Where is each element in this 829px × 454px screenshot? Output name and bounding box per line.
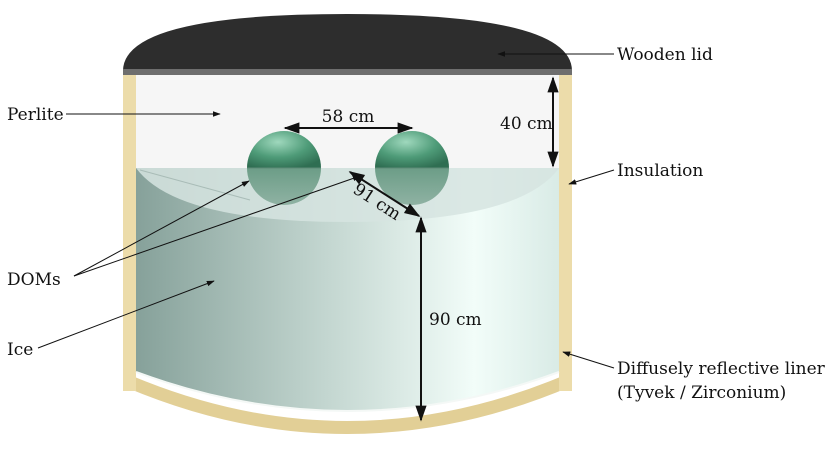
lid-rim	[123, 69, 572, 75]
ice-body	[136, 168, 559, 411]
liner-label-line2: (Tyvek / Zirconium)	[617, 383, 786, 403]
ice-reflection-line	[139, 169, 251, 201]
perlite-label: Perlite	[7, 105, 64, 125]
ice-depth-label: 90 cm	[429, 310, 482, 330]
doms-pointer-2	[73, 175, 361, 277]
ice-label: Ice	[7, 340, 33, 360]
liner-label-line1: Diffusely reflective liner	[617, 359, 826, 379]
insulation-wall-right	[559, 73, 572, 391]
wooden-lid	[123, 14, 572, 71]
liner-pointer	[562, 351, 615, 369]
insulation-wall-left	[123, 73, 136, 391]
doms-pointer-1	[73, 180, 250, 277]
ice-bottom-edge	[135, 371, 560, 412]
dom-spacing-label: 58 cm	[322, 107, 375, 127]
ice-pointer	[37, 280, 215, 349]
insulation-pointer	[568, 169, 615, 185]
diagonal-arrow	[348, 171, 421, 217]
insulation-label: Insulation	[617, 161, 703, 181]
perlite-depth-label: 40 cm	[500, 114, 553, 134]
wooden-lid-label: Wooden lid	[617, 45, 713, 65]
tank-base	[123, 372, 572, 434]
doms-label: DOMs	[7, 270, 61, 290]
